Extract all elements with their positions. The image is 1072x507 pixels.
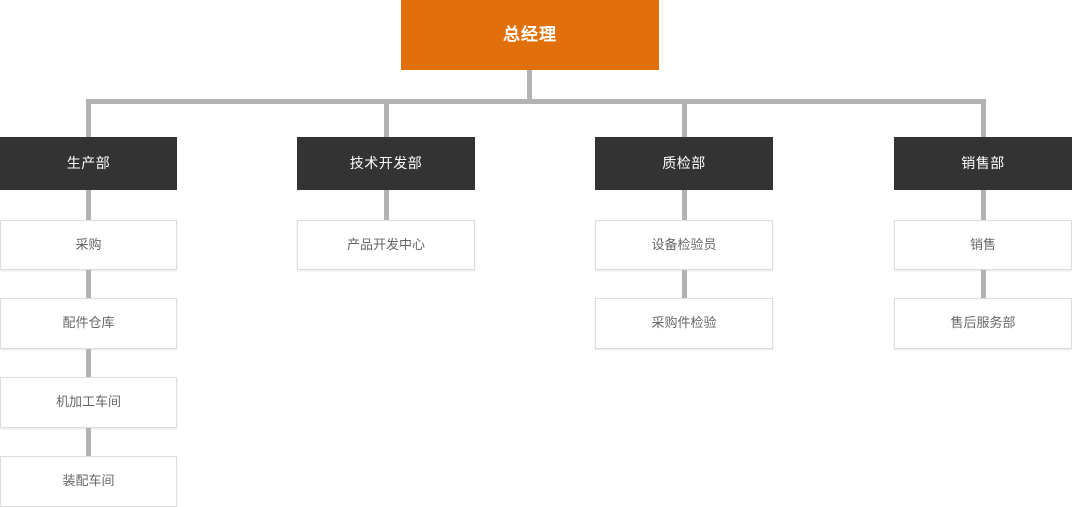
connector-c4-s1 (981, 190, 986, 221)
connector-c1-s1 (86, 190, 91, 221)
connector-c3-s2 (682, 270, 687, 299)
org-node-dept-2-child-1-label: 产品开发中心 (346, 236, 425, 252)
org-node-dept-2-child-1[interactable]: 产品开发中心 (297, 220, 475, 270)
connector-c2-s1 (384, 190, 389, 221)
connector-c4-s2 (981, 270, 986, 299)
org-node-dept-3-child-2[interactable]: 采购件检验 (595, 298, 773, 349)
connector-c1-s4 (86, 428, 91, 457)
org-node-dept-3-label: 质检部 (662, 155, 706, 172)
org-node-dept-1-child-4[interactable]: 装配车间 (0, 456, 177, 507)
org-node-dept-1[interactable]: 生产部 (0, 137, 177, 190)
connector-bus-drop-4 (981, 99, 986, 138)
connector-bus-drop-3 (682, 99, 687, 138)
org-node-dept-2[interactable]: 技术开发部 (297, 137, 475, 190)
org-node-dept-4-child-2[interactable]: 售后服务部 (894, 298, 1072, 349)
org-node-dept-1-label: 生产部 (66, 155, 111, 172)
org-node-root-label: 总经理 (503, 24, 557, 44)
org-node-dept-4-child-2-label: 售后服务部 (950, 315, 1016, 331)
org-node-dept-1-child-3[interactable]: 机加工车间 (0, 377, 177, 428)
org-node-dept-1-child-1[interactable]: 采购 (0, 220, 177, 270)
connector-c1-s2 (86, 270, 91, 299)
org-node-dept-4[interactable]: 销售部 (894, 137, 1072, 190)
connector-c3-s1 (682, 190, 687, 221)
org-node-dept-3-child-2-label: 采购件检验 (651, 315, 717, 331)
org-node-dept-4-child-1-label: 销售 (969, 236, 996, 252)
connector-bus (86, 99, 986, 104)
org-node-dept-3[interactable]: 质检部 (595, 137, 773, 190)
connector-bus-drop-1 (86, 99, 91, 138)
org-node-dept-4-child-1[interactable]: 销售 (894, 220, 1072, 270)
connector-bus-drop-2 (384, 99, 389, 138)
connector-root-stem (527, 70, 532, 104)
org-node-root[interactable]: 总经理 (401, 0, 659, 70)
org-node-dept-1-child-2-label: 配件仓库 (62, 315, 115, 331)
org-node-dept-2-label: 技术开发部 (349, 155, 423, 172)
org-node-dept-3-child-1[interactable]: 设备检验员 (595, 220, 773, 270)
org-node-dept-3-child-1-label: 设备检验员 (651, 236, 717, 252)
org-node-dept-1-child-1-label: 采购 (75, 236, 102, 252)
org-node-dept-1-child-4-label: 装配车间 (62, 473, 115, 489)
org-node-dept-1-child-3-label: 机加工车间 (55, 394, 121, 410)
org-node-dept-1-child-2[interactable]: 配件仓库 (0, 298, 177, 349)
org-node-dept-4-label: 销售部 (961, 155, 1005, 172)
connector-c1-s3 (86, 349, 91, 378)
